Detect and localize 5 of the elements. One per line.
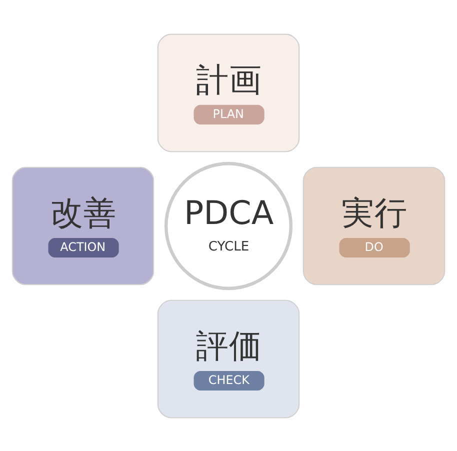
node-circle: PDCA CYCLE [164,161,293,290]
node-box: 評価 CHECK [157,299,300,418]
node-box: 実行 DO [302,166,446,285]
node-box: 計画 PLAN [157,33,300,152]
node-box: 改善 ACTION [12,166,154,285]
